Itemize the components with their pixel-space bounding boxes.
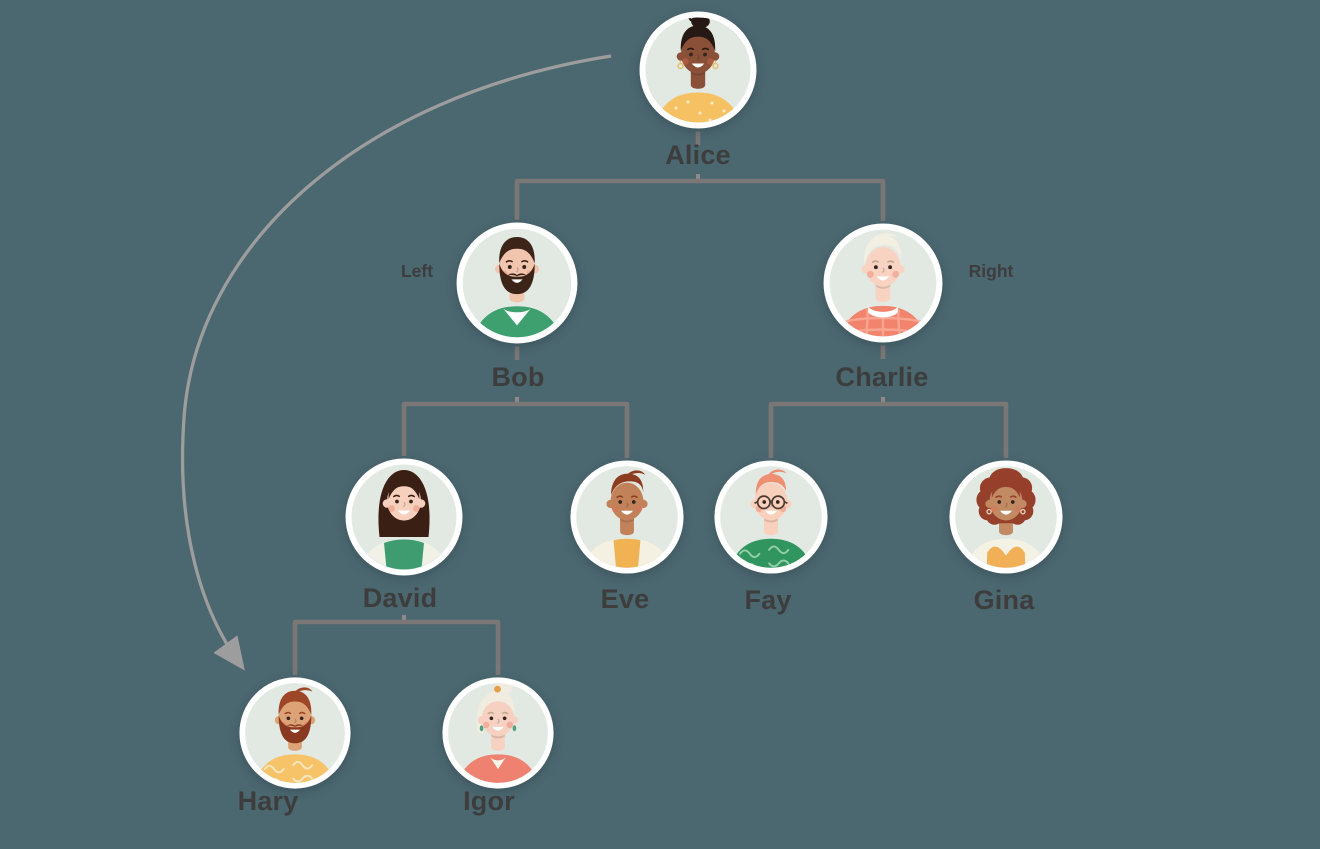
tree-node-gina	[948, 459, 1064, 575]
tree-node-fay	[713, 459, 829, 575]
tree-node-hary	[238, 676, 352, 790]
node-label-fay: Fay	[744, 585, 792, 615]
avatar-fay	[714, 460, 828, 574]
avatar-hary	[239, 677, 351, 789]
tree-node-bob	[455, 221, 579, 345]
tree-node-charlie	[822, 222, 944, 344]
right-branch-label: Right	[968, 261, 1014, 281]
tree-node-david	[344, 457, 464, 577]
node-label-alice: Alice	[665, 140, 731, 170]
node-label-david: David	[362, 583, 438, 613]
avatar-alice	[639, 11, 757, 129]
avatar-bob	[456, 222, 578, 344]
avatar-david	[345, 458, 463, 576]
avatar-gina	[949, 460, 1063, 574]
avatar-igor	[442, 677, 554, 789]
node-label-igor: Igor	[463, 786, 515, 816]
tree-node-alice	[638, 10, 758, 130]
left-branch-label: Left	[400, 261, 434, 281]
node-label-charlie: Charlie	[835, 362, 929, 392]
node-label-bob: Bob	[491, 362, 545, 392]
tree-node-igor	[441, 676, 555, 790]
node-label-gina: Gina	[973, 585, 1035, 615]
tree-node-eve	[569, 459, 685, 575]
avatar-eve	[570, 460, 684, 574]
node-label-hary: Hary	[237, 786, 299, 816]
avatar-charlie	[823, 223, 943, 343]
